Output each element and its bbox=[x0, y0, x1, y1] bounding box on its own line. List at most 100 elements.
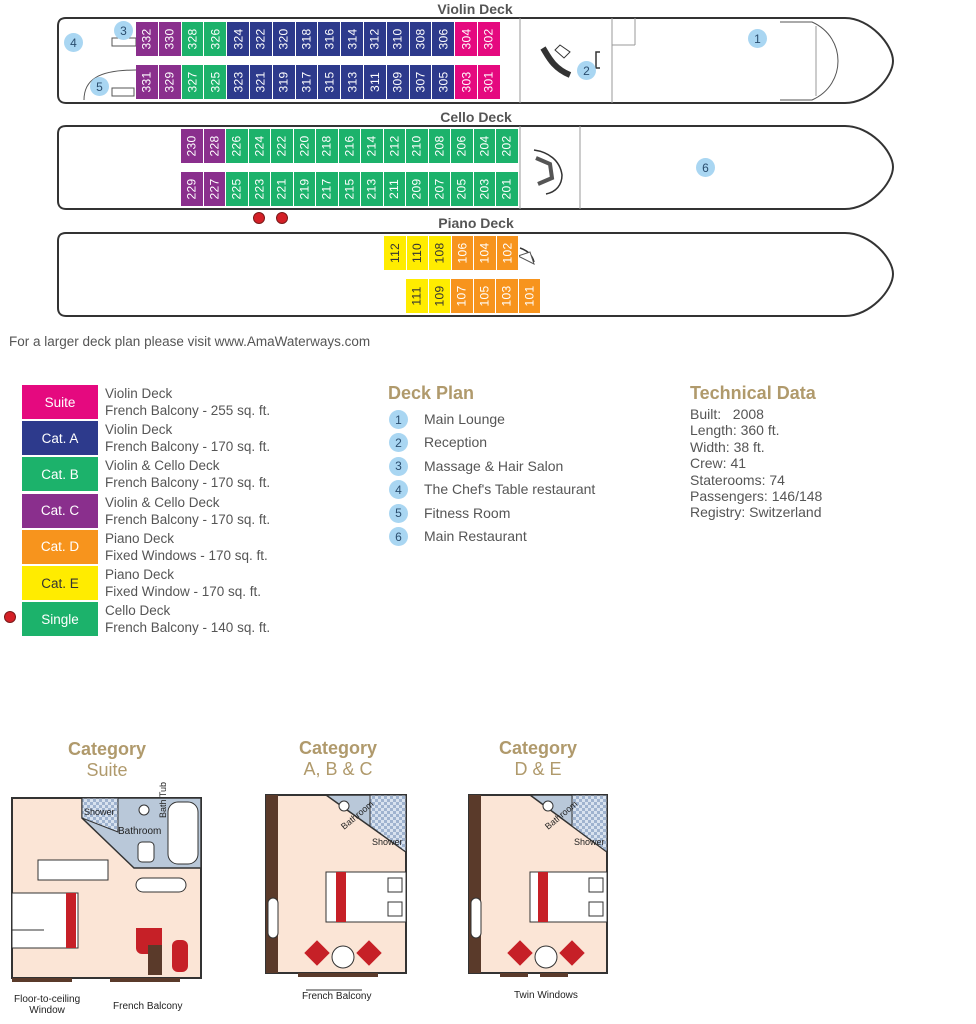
cabin-104[interactable]: 104 bbox=[474, 236, 497, 270]
cabin-number: 307 bbox=[413, 71, 428, 93]
deck-plan-label: Main Restaurant bbox=[424, 528, 527, 544]
deck-plan-number: 2 bbox=[389, 433, 408, 453]
cabin-215[interactable]: 215 bbox=[338, 172, 361, 206]
cabin-322[interactable]: 322 bbox=[250, 22, 273, 56]
cabin-308[interactable]: 308 bbox=[409, 22, 433, 56]
marker-main-lounge[interactable]: 1 bbox=[748, 29, 767, 48]
marker-massage-salon[interactable]: 3 bbox=[114, 21, 133, 40]
cabin-206[interactable]: 206 bbox=[451, 129, 474, 163]
cabin-324[interactable]: 324 bbox=[227, 22, 250, 56]
technical-line: Width: 38 ft. bbox=[690, 438, 765, 455]
cabin-332[interactable]: 332 bbox=[136, 22, 159, 56]
cabin-208[interactable]: 208 bbox=[428, 129, 451, 163]
cabin-213[interactable]: 213 bbox=[361, 172, 384, 206]
category-word: Category bbox=[498, 738, 578, 758]
cabin-204[interactable]: 204 bbox=[473, 129, 496, 163]
cabin-205[interactable]: 205 bbox=[451, 172, 474, 206]
cabin-323[interactable]: 323 bbox=[227, 65, 250, 99]
legend-deck: Violin & Cello Deck bbox=[105, 494, 220, 510]
cabin-220[interactable]: 220 bbox=[293, 129, 316, 163]
cabin-207[interactable]: 207 bbox=[428, 172, 451, 206]
cabin-221[interactable]: 221 bbox=[271, 172, 294, 206]
cabin-309[interactable]: 309 bbox=[386, 65, 410, 99]
cabin-203[interactable]: 203 bbox=[473, 172, 496, 206]
label-line: Window bbox=[29, 1005, 65, 1016]
cabin-326[interactable]: 326 bbox=[204, 22, 228, 56]
cabin-315[interactable]: 315 bbox=[318, 65, 342, 99]
cabin-228[interactable]: 228 bbox=[203, 129, 226, 163]
cabin-312[interactable]: 312 bbox=[364, 22, 387, 56]
cabin-306[interactable]: 306 bbox=[432, 22, 456, 56]
cabin-number: 328 bbox=[185, 28, 200, 50]
cabin-327[interactable]: 327 bbox=[181, 65, 205, 99]
cabin-321[interactable]: 321 bbox=[250, 65, 273, 99]
cabin-223[interactable]: 223 bbox=[248, 172, 271, 206]
cabin-number: 326 bbox=[208, 28, 223, 50]
marker-reception[interactable]: 2 bbox=[577, 61, 596, 80]
cabin-212[interactable]: 212 bbox=[383, 129, 406, 163]
cabin-103[interactable]: 103 bbox=[496, 279, 519, 313]
cabin-number: 220 bbox=[297, 135, 312, 157]
cabin-number: 207 bbox=[432, 178, 447, 200]
cabin-216[interactable]: 216 bbox=[338, 129, 361, 163]
cabin-102[interactable]: 102 bbox=[496, 236, 519, 270]
cabin-307[interactable]: 307 bbox=[409, 65, 433, 99]
cabin-227[interactable]: 227 bbox=[203, 172, 226, 206]
cabin-328[interactable]: 328 bbox=[181, 22, 205, 56]
cabin-number: 208 bbox=[432, 135, 447, 157]
cabin-310[interactable]: 310 bbox=[386, 22, 410, 56]
cabin-304[interactable]: 304 bbox=[455, 22, 478, 56]
cabin-number: 324 bbox=[231, 28, 246, 50]
cabin-313[interactable]: 313 bbox=[341, 65, 364, 99]
website-note: For a larger deck plan please visit www.… bbox=[9, 334, 371, 349]
cabin-101[interactable]: 101 bbox=[518, 279, 541, 313]
cabin-329[interactable]: 329 bbox=[158, 65, 182, 99]
cabin-110[interactable]: 110 bbox=[406, 236, 429, 270]
cabin-225[interactable]: 225 bbox=[226, 172, 249, 206]
cabin-319[interactable]: 319 bbox=[272, 65, 296, 99]
marker-main-restaurant[interactable]: 6 bbox=[696, 158, 715, 177]
marker-fitness-room[interactable]: 5 bbox=[90, 77, 109, 96]
cabin-303[interactable]: 303 bbox=[455, 65, 478, 99]
cabin-211[interactable]: 211 bbox=[383, 172, 406, 206]
cabin-218[interactable]: 218 bbox=[316, 129, 339, 163]
cat-de-plan bbox=[468, 794, 608, 977]
cabin-number: 226 bbox=[229, 135, 244, 157]
legend-deck: Piano Deck bbox=[105, 567, 175, 582]
cabin-210[interactable]: 210 bbox=[406, 129, 429, 163]
cabin-226[interactable]: 226 bbox=[226, 129, 249, 163]
cabin-109[interactable]: 109 bbox=[428, 279, 451, 313]
cabin-217[interactable]: 217 bbox=[316, 172, 339, 206]
cabin-202[interactable]: 202 bbox=[496, 129, 519, 163]
cabin-number: 303 bbox=[459, 71, 474, 93]
cabin-108[interactable]: 108 bbox=[429, 236, 452, 270]
cabin-331[interactable]: 331 bbox=[136, 65, 159, 99]
cabin-230[interactable]: 230 bbox=[181, 129, 204, 163]
cabin-219[interactable]: 219 bbox=[293, 172, 316, 206]
cabin-330[interactable]: 330 bbox=[158, 22, 182, 56]
cabin-201[interactable]: 201 bbox=[496, 172, 519, 206]
cabin-314[interactable]: 314 bbox=[341, 22, 364, 56]
cabin-214[interactable]: 214 bbox=[361, 129, 384, 163]
cabin-224[interactable]: 224 bbox=[248, 129, 271, 163]
cabin-106[interactable]: 106 bbox=[451, 236, 474, 270]
marker-chefs-table[interactable]: 4 bbox=[64, 33, 83, 52]
cabin-318[interactable]: 318 bbox=[295, 22, 319, 56]
cabin-317[interactable]: 317 bbox=[295, 65, 319, 99]
cabin-320[interactable]: 320 bbox=[272, 22, 296, 56]
cabin-305[interactable]: 305 bbox=[432, 65, 456, 99]
cabin-325[interactable]: 325 bbox=[204, 65, 228, 99]
cabin-105[interactable]: 105 bbox=[473, 279, 496, 313]
cabin-number: 215 bbox=[342, 178, 357, 200]
cabin-301[interactable]: 301 bbox=[478, 65, 501, 99]
cabin-107[interactable]: 107 bbox=[451, 279, 474, 313]
cabin-316[interactable]: 316 bbox=[318, 22, 342, 56]
cabin-111[interactable]: 111 bbox=[406, 279, 429, 313]
cabin-209[interactable]: 209 bbox=[406, 172, 429, 206]
cabin-302[interactable]: 302 bbox=[478, 22, 501, 56]
cabin-229[interactable]: 229 bbox=[181, 172, 204, 206]
cabin-222[interactable]: 222 bbox=[271, 129, 294, 163]
cabin-112[interactable]: 112 bbox=[384, 236, 407, 270]
cabin-311[interactable]: 311 bbox=[364, 65, 387, 99]
